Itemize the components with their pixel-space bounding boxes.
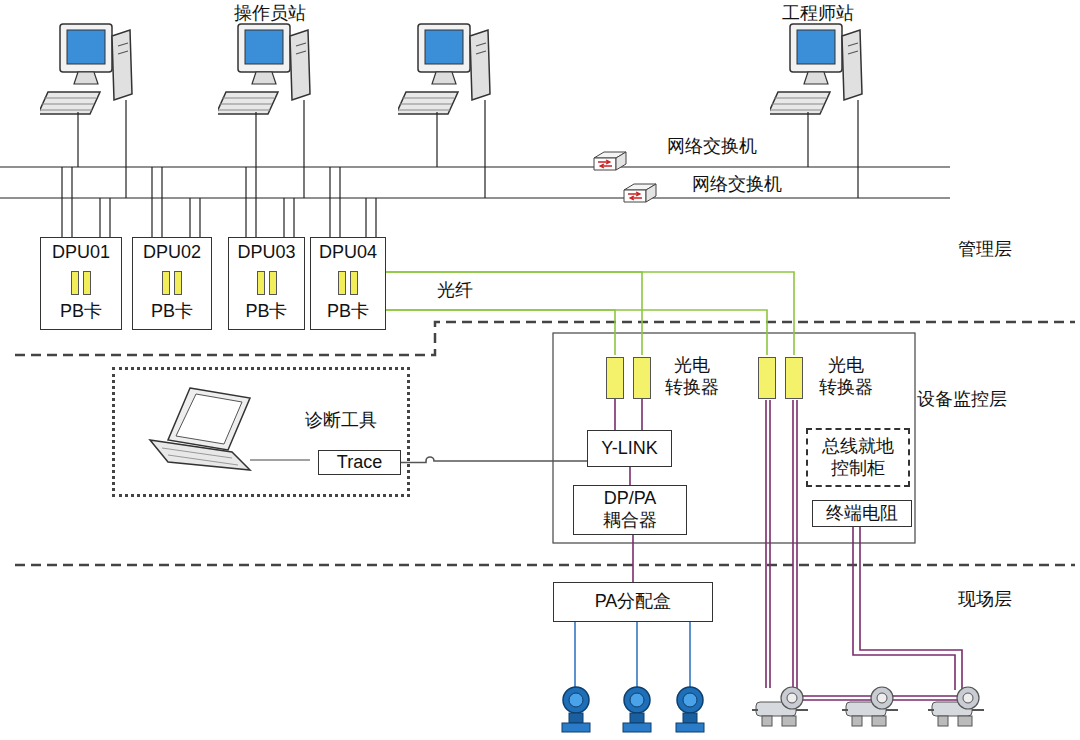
converter-unit	[606, 357, 624, 399]
device-box: DP/PA 耦合器	[573, 485, 687, 535]
bus-cable	[401, 457, 587, 463]
converter: 光电 转换器	[603, 355, 735, 400]
node-text: Trace	[337, 452, 382, 474]
converter: 光电 转换器	[757, 355, 907, 400]
laptop	[150, 388, 310, 470]
device-box: 总线就地 控制柜	[806, 428, 910, 487]
station-label: 操作员站	[234, 3, 306, 25]
converter-unit	[785, 357, 803, 399]
layer-label: 设备监控层	[917, 389, 1007, 411]
converter-unit	[758, 357, 776, 399]
node-text: DPU01	[52, 242, 110, 264]
fiber-link	[386, 272, 642, 355]
node-text: DPU04	[319, 242, 377, 264]
switch-label: 网络交换机	[692, 174, 782, 196]
node-text: 诊断工具	[305, 410, 377, 432]
node-text: DPU02	[143, 242, 201, 264]
node-text: PB卡	[327, 301, 369, 323]
node-text: DP/PA 耦合器	[595, 488, 665, 531]
layer-label: 现场层	[958, 589, 1012, 611]
node-text: PB卡	[60, 301, 102, 323]
node-text: DPU03	[237, 242, 295, 264]
computers	[38, 24, 862, 114]
controller-box: DPU01PB卡	[40, 237, 122, 330]
controller-box: DPU02PB卡	[132, 237, 212, 330]
card-slot	[338, 271, 358, 295]
node-text: 光电 转换器	[663, 355, 721, 398]
node-text: Y-LINK	[601, 438, 657, 460]
node-text: 总线就地 控制柜	[818, 436, 898, 479]
network-bus	[0, 100, 950, 237]
device-box: PA分配盒	[553, 582, 713, 622]
cabinet-outline	[553, 333, 915, 543]
layer-label: 管理层	[958, 239, 1012, 261]
layer-boundaries	[15, 322, 1075, 565]
card-slot	[257, 271, 277, 295]
controller-box: DPU04PB卡	[310, 237, 386, 330]
bus-cable	[629, 467, 631, 485]
field-devices	[752, 687, 984, 726]
switch-label: 网络交换机	[667, 136, 757, 158]
device-box: 终端电阻	[812, 500, 912, 527]
node-text: 终端电阻	[826, 503, 898, 525]
transmitters	[562, 687, 704, 732]
diagnostic-group: 诊断工具 Trace	[112, 367, 410, 497]
fiber-label: 光纤	[437, 280, 473, 302]
switch-icon	[624, 184, 656, 202]
bus-cable	[632, 535, 634, 582]
device-box: Trace	[318, 450, 401, 475]
station-label: 工程师站	[782, 3, 854, 25]
controller-box: DPU03PB卡	[228, 237, 305, 330]
card-slot	[71, 271, 91, 295]
node-text: 光电 转换器	[817, 355, 875, 398]
node-text: PA分配盒	[595, 591, 672, 613]
device-box: Y-LINK	[587, 430, 672, 467]
bus-cable	[615, 399, 642, 430]
node-text: PB卡	[151, 301, 193, 323]
converter-unit	[633, 357, 651, 399]
node-text: PB卡	[245, 301, 287, 323]
card-slot	[162, 271, 182, 295]
field-wiring	[575, 400, 962, 700]
fiber-link	[386, 272, 794, 355]
switch-icon	[594, 152, 626, 170]
